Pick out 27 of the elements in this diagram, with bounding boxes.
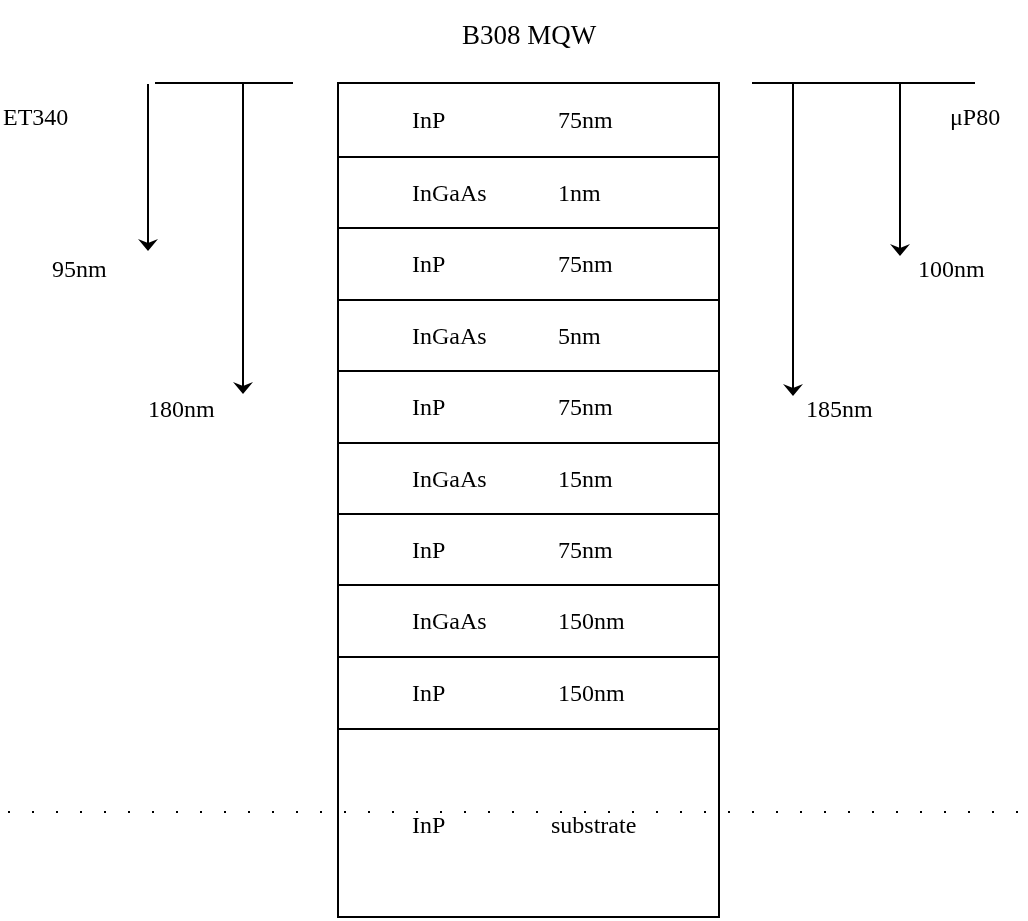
thickness-label: 75nm — [558, 106, 613, 134]
material-label: InP — [412, 106, 446, 134]
thickness-label: 75nm — [558, 250, 613, 278]
material-label: InP — [412, 250, 446, 278]
depth-label: 95nm — [52, 256, 107, 283]
material-label: InGaAs — [412, 465, 487, 492]
material-label: InGaAs — [412, 322, 487, 349]
thickness-label: 5nm — [558, 322, 601, 349]
thickness-label: 150nm — [558, 607, 625, 635]
thickness-label: 75nm — [558, 393, 613, 421]
material-label: InP — [412, 393, 446, 421]
thickness-label: 1nm — [558, 179, 601, 206]
thickness-label: 150nm — [558, 679, 625, 707]
depth-label: 100nm — [918, 256, 985, 283]
depth-label: 180nm — [148, 396, 215, 423]
diagram-title: B308 MQW — [460, 20, 598, 51]
sample-label: ET340 — [3, 104, 69, 131]
thickness-label: 75nm — [558, 536, 613, 563]
sample-label: μP80 — [950, 104, 1001, 131]
material-label: InGaAs — [412, 179, 487, 206]
material-label: InGaAs — [412, 607, 487, 635]
depth-label: 185nm — [806, 396, 873, 423]
thickness-label: substrate — [551, 811, 637, 839]
thickness-label: 15nm — [558, 465, 613, 492]
material-label: InP — [412, 679, 446, 707]
material-label: InP — [412, 811, 446, 839]
material-label: InP — [412, 536, 446, 563]
